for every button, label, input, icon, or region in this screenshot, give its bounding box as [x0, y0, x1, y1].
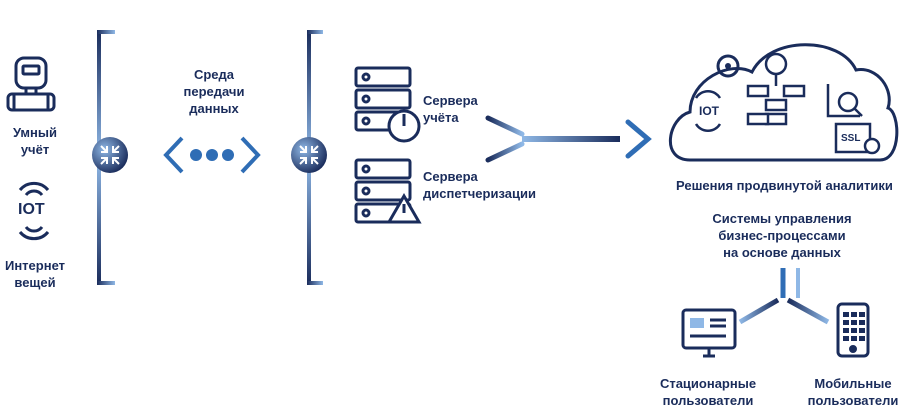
- desktop-users-label: Стационарные пользователи: [659, 376, 757, 408]
- iot-icon: [18, 181, 50, 241]
- ssl-certificate-icon: [834, 122, 881, 155]
- analytics-chart-icon: [826, 84, 863, 118]
- dispatch-server-icon: [354, 158, 422, 224]
- split-arrow: [738, 268, 830, 325]
- router-icon-left: [92, 137, 128, 173]
- network-tree-icon: [746, 52, 806, 126]
- cloud-iot-icon: [694, 89, 722, 133]
- analytics-title: Решения продвинутой аналитики: [676, 178, 893, 193]
- smart-meter-icon: [6, 56, 56, 112]
- network-dots-icon: [163, 136, 261, 174]
- dispatch-servers-label: Сервера диспетчеризации: [423, 169, 536, 201]
- ssl-badge-text: SSL: [841, 133, 861, 144]
- mobile-users-label: Мобильные пользователи: [807, 376, 899, 408]
- router-icon-right: [291, 137, 327, 173]
- metering-servers-label: Сервера учёта: [423, 93, 478, 125]
- metering-server-icon: [354, 66, 421, 143]
- iot-badge-text: IOT: [18, 201, 45, 218]
- mobile-phone-icon: [836, 302, 870, 358]
- iot-label: Интернет вещей: [4, 258, 65, 290]
- smart-meter-label: Умный учёт: [12, 125, 57, 157]
- network-label: Среда передачи данных: [183, 67, 245, 116]
- merge-arrow: [485, 115, 652, 163]
- gear-icon: [716, 54, 740, 78]
- bpm-label: Системы управления бизнес-процессами на …: [712, 211, 852, 260]
- cloud-iot-badge-text: IOT: [699, 104, 719, 118]
- desktop-computer-icon: [681, 308, 737, 358]
